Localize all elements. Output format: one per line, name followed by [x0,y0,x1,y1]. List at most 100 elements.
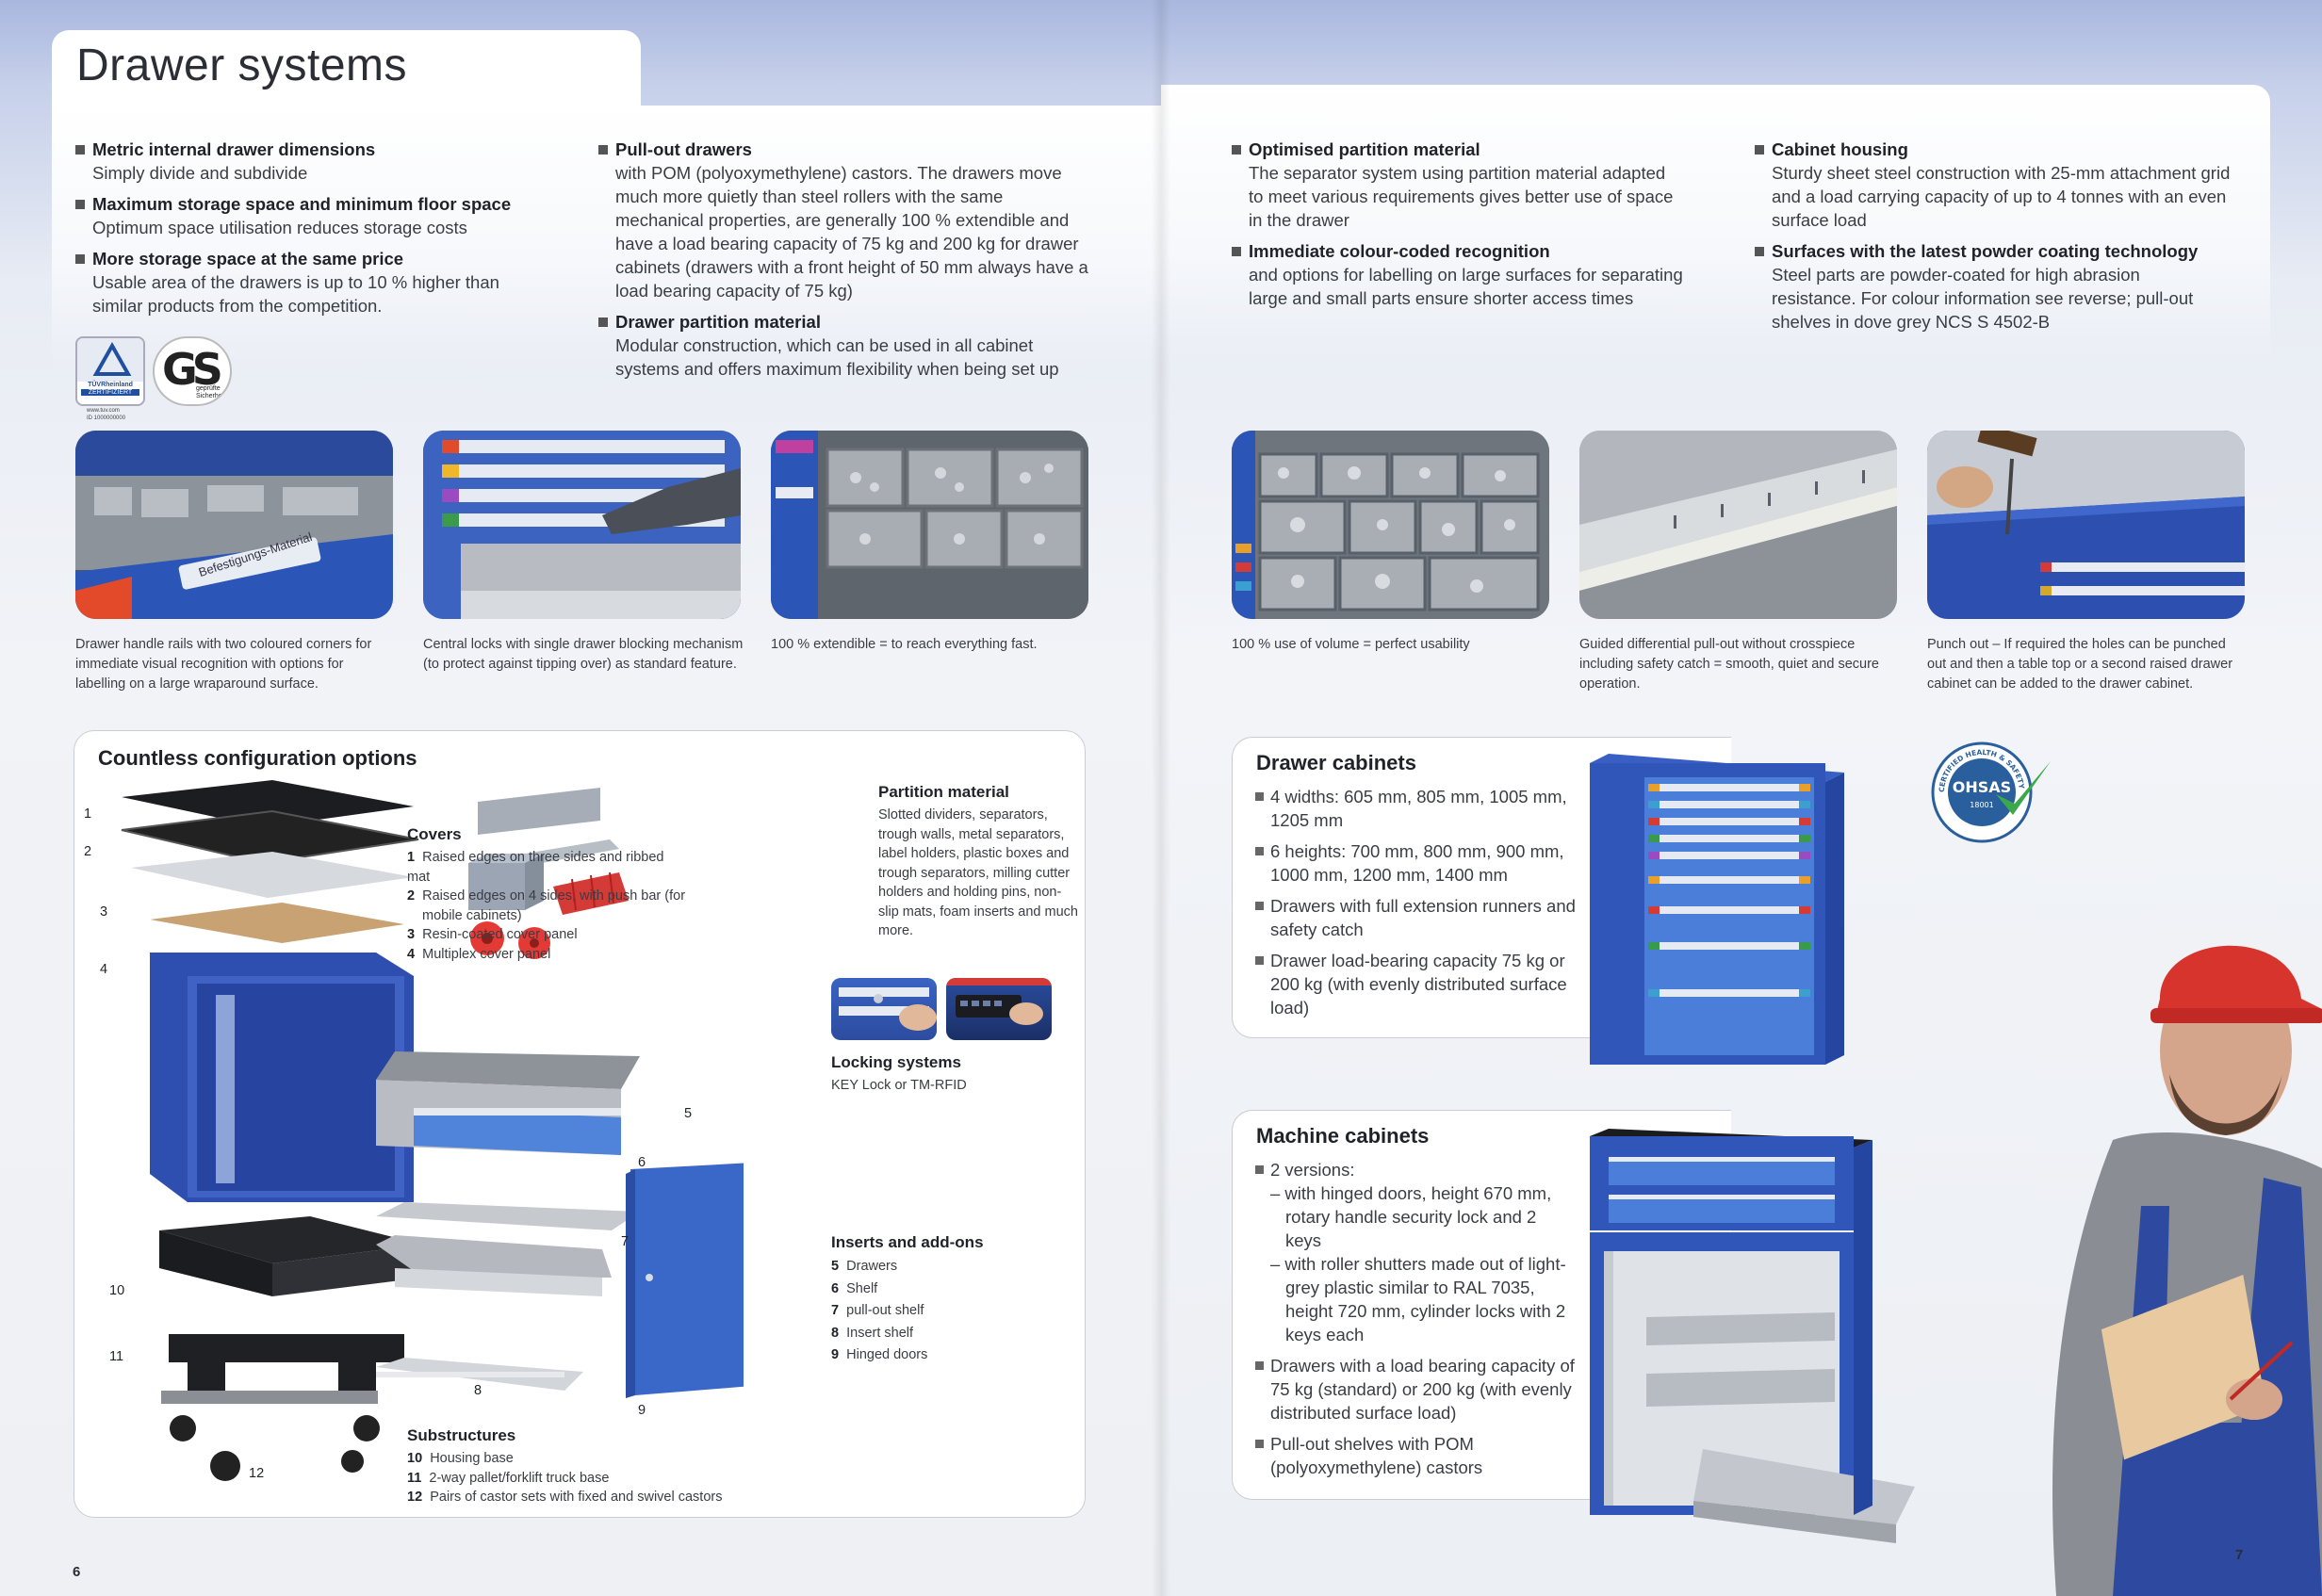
cabinet-exploded-illustration [121,780,423,1481]
inserts-block: Inserts and add-ons 5 Drawers 6 Shelf 7 … [831,1233,1057,1367]
gs-logo: GS geprüfte Sicherheit [153,336,232,406]
item-text: Resin-coated cover panel [422,927,578,942]
locking-title: Locking systems [831,1053,961,1071]
feature-heading: Surfaces with the latest powder coating … [1755,239,2264,263]
tuv-name: TÜVRheinland [88,382,133,388]
substructures-item: 12 Pairs of castor sets with fixed and s… [407,1488,803,1507]
feature-heading: More storage space at the same price [75,247,547,270]
covers-title: Covers [407,825,462,843]
header-band [1161,85,2270,367]
partition-illustration [468,788,629,959]
item-number: 5 [831,1259,840,1274]
rfid-lock-photo [946,978,1052,1040]
tuv-id: ID 1000000000 [87,415,126,421]
drawer-cabinets-title: Drawer cabinets [1256,751,1416,774]
feature-text: Simply divide and subdivide [92,163,308,183]
feature-heading: Optimised partition material [1232,138,1703,161]
item-number: 11 [407,1470,422,1486]
covers-item: 4 Multiplex cover panel [407,945,690,965]
item-text: Insert shelf [846,1325,914,1341]
item-number: 4 [407,946,416,962]
drawer-cabinet-illustration [1590,754,1844,1065]
feature-heading: Immediate colour-coded recognition [1232,239,1703,263]
inserts-item: 6 Shelf [831,1278,1057,1301]
drawer-cabinets-item: 4 widths: 605 mm, 805 mm, 1005 mm, 1205 … [1255,785,1576,832]
part-number-3: 3 [100,904,108,920]
substructures-item: 10 Housing base [407,1449,803,1469]
machine-versions: 2 versions: [1255,1158,1576,1181]
book-spine [1152,0,1170,1596]
part-number-8: 8 [474,1383,482,1398]
ohsas-number: 18001 [1970,801,1993,809]
item-text: pull-out shelf [846,1303,924,1318]
covers-block: Covers 1 Raised edges on three sides and… [407,825,690,964]
caption-punch-out: Punch out – If required the holes can be… [1927,637,2233,692]
feature-heading: Pull-out drawers [598,138,1088,161]
inserts-title: Inserts and add-ons [831,1233,984,1251]
item-number: 12 [407,1490,423,1505]
photo-central-lock [423,431,741,619]
page-title: Drawer systems [76,41,408,90]
title-tab: Drawer systems [52,30,641,106]
config-title: Countless configuration options [98,746,417,770]
feature-heading: Cabinet housing [1755,138,2264,161]
caption-differential-pullout: Guided differential pull-out without cro… [1579,637,1879,692]
ohsas-main: OHSAS [1953,778,2011,796]
part-number-11: 11 [109,1349,124,1364]
item-text: Shelf [846,1280,878,1296]
partition-text: Slotted dividers, separators, trough wal… [878,807,1078,938]
item-number: 8 [831,1325,840,1341]
inserts-item: 5 Drawers [831,1256,1057,1278]
item-number: 10 [407,1451,423,1466]
locking-text: KEY Lock or TM-RFID [831,1078,967,1093]
covers-item: 2 Raised edges on 4 sides, with push bar… [407,887,690,925]
item-text: Drawers [846,1259,898,1274]
feature-text: Optimum space utilisation reduces storag… [92,218,467,237]
item-text: Raised edges on three sides and ribbed m… [407,850,664,885]
feature-text: Steel parts are powder-coated for high a… [1772,265,2194,332]
left-page: Drawer systems Metric internal drawer di… [0,0,1161,1596]
tuv-logo: TÜVRheinland ZERTIFIZIERT [75,336,145,406]
feature-item: Maximum storage space and minimum floor … [75,192,547,239]
photo-drawer-handle: Befestigungs-Material [75,431,393,619]
feature-heading: Drawer partition material [598,310,1088,334]
part-number-6: 6 [638,1155,646,1170]
feature-text: and options for labelling on large surfa… [1249,265,1683,308]
part-number-7: 7 [621,1234,630,1249]
feature-text: Usable area of the drawers is up to 10 %… [92,272,499,316]
item-number: 6 [831,1280,840,1296]
photo-differential-pullout [1579,431,1897,619]
caption-central-lock: Central locks with single drawer blockin… [423,637,744,672]
item-text: Raised edges on 4 sides, with push bar (… [422,888,686,923]
ohsas-badge-icon: OHSAS 18001 CERTIFIED HEALTH & SAFETY MA… [1930,738,2051,843]
partition-block: Partition material Slotted dividers, sep… [878,783,1081,941]
machine-version-item: – with roller shutters made out of light… [1270,1254,1566,1344]
item-number: 3 [407,927,416,942]
machine-cabinet-illustration [1590,1129,1915,1543]
caption-volume-use: 100 % use of volume = perfect usability [1232,637,1470,652]
feature-heading: Metric internal drawer dimensions [75,138,547,161]
caption-drawer-handle: Drawer handle rails with two coloured co… [75,637,372,692]
config-panel: Countless configuration options [74,730,1086,1518]
machine-cabinets-item: Drawers with a load bearing capacity of … [1255,1354,1576,1425]
item-number: 9 [831,1347,840,1362]
feature-item: Surfaces with the latest powder coating … [1755,239,2264,334]
tuv-url: www.tuv.com [87,408,120,414]
drawer-cabinets-item: Drawers with full extension runners and … [1255,894,1576,941]
part-number-2: 2 [84,844,92,859]
photo-volume-use [1232,431,1549,619]
inserts-item: 9 Hinged doors [831,1344,1057,1367]
drawer-cabinets-item: Drawer load-bearing capacity 75 kg or 20… [1255,949,1576,1019]
machine-cabinets-list: 2 versions: – with hinged doors, height … [1255,1158,1576,1487]
photo-extendible-drawer [771,431,1088,619]
